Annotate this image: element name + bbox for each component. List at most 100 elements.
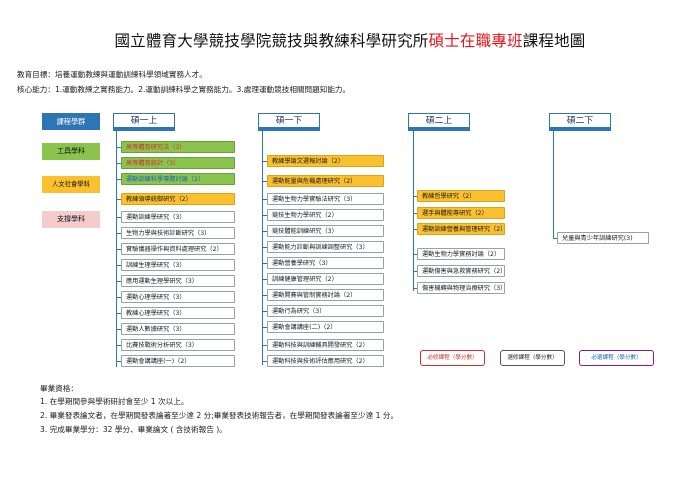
course-box: 運動科技與訓練輔具開發研究（2）: [267, 339, 384, 351]
category-support: 支撐學科: [42, 211, 100, 228]
course-box: 競技體能訓練研究（3）: [267, 225, 384, 237]
course-box: 運動開賽與管制實務討論（2）: [267, 289, 384, 301]
course-box: 比賽技戰術分析研究（3）: [121, 339, 235, 351]
course-box: 運動生物力學實務討論（2）: [417, 248, 505, 260]
semester-bar: [549, 128, 611, 131]
education-objective: 教育目標：培養運動教練與運動訓練科學領域實務人才。: [17, 70, 207, 79]
connector-tick: [117, 281, 121, 282]
connector-tick: [117, 265, 121, 266]
connector-tick: [117, 297, 121, 298]
category-humanities: 人文社會學科: [42, 176, 100, 193]
course-box: 運動傷害與急救實務研究（2）: [417, 265, 505, 277]
course-box: 運動行為研究（3）: [267, 305, 384, 317]
connector-tick: [117, 313, 121, 314]
title-prefix: 國立體育大學競技學院競技與教練科學研究所: [114, 32, 429, 50]
connector-tick: [413, 271, 417, 272]
graduation-item: 2. 畢業發表論文者，在學期間發表論著至少達 2 分;畢業發表技術報告者，在學期…: [40, 411, 399, 420]
course-box: 運動科技與技術評估應用研究（2）: [267, 355, 384, 367]
connector-tick: [117, 217, 121, 218]
semester-label: 碩一上: [113, 113, 175, 128]
course-box: 實驗儀器操作與資料處理研究（2）: [121, 243, 235, 255]
connector-tick: [413, 229, 417, 230]
course-box: 教練學論文選報討論（2）: [267, 155, 384, 167]
connector-tick: [263, 295, 267, 296]
connector-tick: [263, 215, 267, 216]
connector-tick: [117, 179, 121, 180]
category-tool: 工具學科: [42, 143, 100, 160]
legend-required: 必修課程（學分數）: [420, 350, 485, 366]
page-title: 國立體育大學競技學院競技與教練科學研究所碩士在職專班課程地圖: [0, 29, 700, 51]
title-highlight: 碩士在職專班: [428, 32, 523, 50]
connector-tick: [413, 288, 417, 289]
course-box: 教練哲學研究（2）: [417, 190, 505, 202]
semester-bar: [258, 128, 320, 131]
semester-header-y1s1: 碩一上: [113, 113, 175, 131]
semester-label: 碩一下: [258, 113, 320, 128]
course-box: 生物力學與技術診斷研究（3）: [121, 227, 235, 239]
course-box: 選手與體能專研究（2）: [417, 207, 505, 219]
connector-tick: [117, 249, 121, 250]
course-box: 運動能量與危機處理研究（2）: [267, 175, 384, 187]
connector-tick: [553, 238, 557, 239]
connector-tick: [117, 329, 121, 330]
course-box: 運動人數據研究（3）: [121, 323, 235, 335]
graduation-heading: 畢業資格：: [40, 384, 78, 393]
connector-tick: [263, 231, 267, 232]
connector-tick: [263, 161, 267, 162]
connector-tick: [263, 327, 267, 328]
semester-header-y2s2: 碩二下: [549, 113, 611, 131]
connector-tick: [263, 279, 267, 280]
connector-tick: [263, 263, 267, 264]
semester-header-y2s1: 碩二上: [408, 113, 470, 131]
course-box: 應用運動生理學研究（3）: [121, 275, 235, 287]
course-box: 運動心理學研究（3）: [121, 291, 235, 303]
semester-label: 碩二下: [549, 113, 611, 128]
connector-y2s2: [553, 131, 554, 239]
graduation-item: 1. 在學期間參與學術研討會至少 1 次以上。: [40, 397, 189, 406]
course-box: 高等體育研究法（3）: [121, 141, 235, 153]
connector-tick: [117, 345, 121, 346]
connector-tick: [117, 147, 121, 148]
legend-selective: 選修課程（學分數）: [500, 350, 565, 366]
connector-tick: [413, 196, 417, 197]
connector-tick: [263, 199, 267, 200]
course-box: 運動訓練學研究（3）: [121, 211, 235, 223]
course-box: 競技生物力學研究（2）: [267, 209, 384, 221]
course-box: 兒童與青少年訓練研究(3): [557, 232, 649, 244]
title-suffix: 課程地圖: [522, 32, 586, 50]
semester-header-y1s2: 碩一下: [258, 113, 320, 131]
connector-y2s1: [413, 131, 414, 291]
course-box: 教練領導統御研究（2）: [121, 193, 235, 205]
connector-y1s1: [116, 131, 117, 367]
course-box: 運動營養學研究（3）: [267, 257, 384, 269]
core-competence: 核心能力：1.運動教練之實務能力。2.運動訓練科學之實務能力。3.處理運動競技相…: [17, 85, 351, 94]
connector-tick: [413, 213, 417, 214]
connector-tick: [263, 247, 267, 248]
course-box: 訓練健康管理研究（2）: [267, 273, 384, 285]
course-box: 運動訓練營養與管理研究（2）: [417, 223, 505, 235]
course-box: 傷害機轉與物理治療研究（3）: [417, 282, 505, 294]
connector-tick: [117, 361, 121, 362]
semester-bar: [408, 128, 470, 131]
connector-tick: [263, 311, 267, 312]
connector-tick: [117, 233, 121, 234]
course-box: 運動訓練科學專題討論（2）: [121, 173, 235, 185]
course-box: 運動會講講座(一)（2）: [121, 355, 235, 367]
course-box: 運動生物力學實驗法研究（3）: [267, 193, 384, 205]
connector-tick: [117, 163, 121, 164]
category-header: 課程學群: [42, 113, 100, 130]
course-box: 教練心理學研究（3）: [121, 307, 235, 319]
graduation-item: 3. 完成畢業學分：32 學分、畢業論文 ( 含技術報告 )。: [40, 425, 227, 434]
connector-tick: [117, 199, 121, 200]
course-box: 訓練生理學研究（3）: [121, 259, 235, 271]
course-box: 運動能力診斷與訓練調整研究（3）: [267, 241, 384, 253]
semester-bar: [113, 128, 175, 131]
connector-tick: [263, 345, 267, 346]
legend-choice: 必選課程（學分數）: [579, 350, 654, 366]
connector-tick: [263, 361, 267, 362]
connector-y1s2: [262, 131, 263, 365]
connector-tick: [263, 181, 267, 182]
course-box: 高等體育統計（3）: [121, 157, 235, 169]
connector-tick: [413, 254, 417, 255]
course-box: 運動會講講座(二)（2）: [267, 321, 384, 333]
